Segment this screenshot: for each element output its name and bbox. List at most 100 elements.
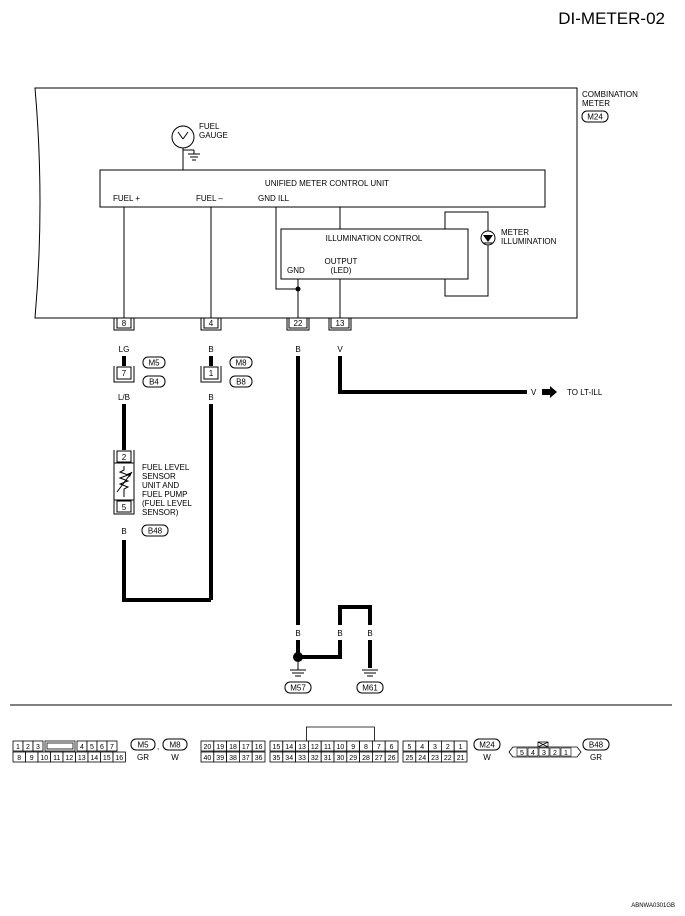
- connector-pin-label: 24: [418, 755, 426, 762]
- splice-dot: [293, 652, 303, 662]
- joint-connector-m8-b8: 1: [200, 366, 222, 383]
- svg-text:7: 7: [122, 369, 127, 378]
- connector-pin-label: 16: [115, 755, 123, 762]
- wire-color-label: V: [531, 388, 537, 397]
- connector-pin-label: 36: [255, 755, 263, 762]
- svg-text:2: 2: [122, 453, 127, 462]
- connector-pin-label: 4: [531, 750, 535, 757]
- combination-meter-label-2: METER: [582, 99, 610, 108]
- connector-pin-label: 10: [337, 744, 345, 751]
- connector-pin-label: 20: [204, 744, 212, 751]
- connector-face-id: M8: [169, 741, 181, 750]
- led-icon: [480, 230, 496, 246]
- connector-pin-label: 18: [229, 744, 237, 751]
- connector-pin-label: 34: [285, 755, 293, 762]
- connector-pin-label: 27: [375, 755, 383, 762]
- wire-color-label: B: [337, 629, 342, 638]
- connector-pin-cell: [453, 740, 468, 752]
- connector-face-id: M24: [479, 741, 495, 750]
- unified-meter-control-unit: [99, 169, 546, 208]
- sensor-label: FUEL LEVEL: [142, 463, 190, 472]
- connector-pin-label: 4: [80, 744, 84, 751]
- joint-connector-id: M5: [148, 359, 160, 368]
- terminal-4: 4: [200, 317, 222, 331]
- terminal-13: 13: [328, 317, 352, 331]
- connector-pin-label: 12: [65, 755, 73, 762]
- connector-pin-cell: [44, 740, 76, 752]
- wire-color-label: B: [121, 527, 126, 536]
- fuel-level-sensor-unit: 2 5: [113, 450, 135, 515]
- connector-pin-label: 4: [420, 744, 424, 751]
- connector-pin-label: 1: [16, 744, 20, 751]
- wire-color-label: V: [337, 345, 343, 354]
- ground-id: M57: [290, 684, 306, 693]
- connector-pin-label: 23: [431, 755, 439, 762]
- combination-meter-label: COMBINATION: [582, 90, 638, 99]
- sensor-connector-id: B48: [148, 527, 163, 536]
- meter-illumination-label-2: ILLUMINATION: [501, 237, 557, 246]
- terminal-8: 8: [113, 317, 135, 331]
- connector-pin-label: 10: [40, 755, 48, 762]
- connector-pin-label: 7: [110, 744, 114, 751]
- connector-pin-label: 35: [273, 755, 281, 762]
- connector-pin-label: 1: [459, 744, 463, 751]
- connector-pin-cell: [384, 740, 399, 752]
- connector-pin-label: 30: [337, 755, 345, 762]
- illumination-control-title: ILLUMINATION CONTROL: [326, 234, 423, 243]
- connector-pin-label: 40: [204, 755, 212, 762]
- connector-pin-label: 9: [351, 744, 355, 751]
- connector-pin-label: 32: [311, 755, 319, 762]
- connector-pin-cell: [527, 747, 539, 757]
- connector-pin-label: 9: [30, 755, 34, 762]
- connector-pin-label: 13: [298, 744, 306, 751]
- connector-key: [46, 742, 74, 750]
- meter-illumination-label: METER: [501, 228, 529, 237]
- connector-face-color: GR: [137, 753, 149, 762]
- svg-text:5: 5: [122, 503, 127, 512]
- connector-pin-label: 31: [324, 755, 332, 762]
- connector-pin-label: 15: [103, 755, 111, 762]
- connector-pin-cell: [560, 747, 572, 757]
- connector-pin-label: 33: [298, 755, 306, 762]
- connector-pin-cell: [32, 740, 44, 752]
- wire-color-label: LG: [119, 345, 130, 354]
- meter-connector-badge: [581, 110, 609, 123]
- svg-text:8: 8: [122, 319, 127, 328]
- wire-color-label: B: [208, 393, 213, 402]
- connector-pin-cell: [106, 740, 118, 752]
- splice-dot: [295, 286, 301, 292]
- connector-pin-label: 37: [242, 755, 250, 762]
- connector-pin-label: 6: [100, 744, 104, 751]
- svg-text:13: 13: [336, 319, 345, 328]
- connector-face-id: B48: [589, 741, 604, 750]
- fuel-plus-label: FUEL +: [113, 194, 140, 203]
- joint-connector-id: M8: [235, 359, 247, 368]
- connector-pin-cell: [251, 751, 266, 763]
- connector-pin-label: 19: [216, 744, 224, 751]
- wire-color-label: L/B: [118, 393, 130, 402]
- connector-lock-cross: [537, 741, 549, 748]
- control-unit-title: UNIFIED METER CONTROL UNIT: [265, 179, 389, 188]
- fuel-gauge-icon: [171, 125, 200, 170]
- fuel-gauge-label-2: GAUGE: [199, 131, 228, 140]
- joint-connector-id: B4: [149, 378, 159, 387]
- connector-pin-label: 28: [362, 755, 370, 762]
- page-title: DI-METER-02: [558, 9, 665, 28]
- connector-pin-label: 5: [90, 744, 94, 751]
- joint-connector-m5-b4: 7: [113, 366, 135, 383]
- output-label-2: (LED): [331, 266, 352, 275]
- fuel-gauge-label: FUEL: [199, 122, 220, 131]
- connector-pin-cell: [549, 747, 561, 757]
- connector-face-id: M5: [137, 741, 149, 750]
- joint-connector-id: B8: [236, 378, 246, 387]
- terminal-22: 22: [286, 317, 310, 331]
- to-lt-ill-label: TO LT-ILL: [567, 388, 603, 397]
- connector-pin-label: 29: [349, 755, 357, 762]
- connector-pin-label: 8: [364, 744, 368, 751]
- connector-pin-label: 38: [229, 755, 237, 762]
- connector-housing-key: [306, 726, 375, 741]
